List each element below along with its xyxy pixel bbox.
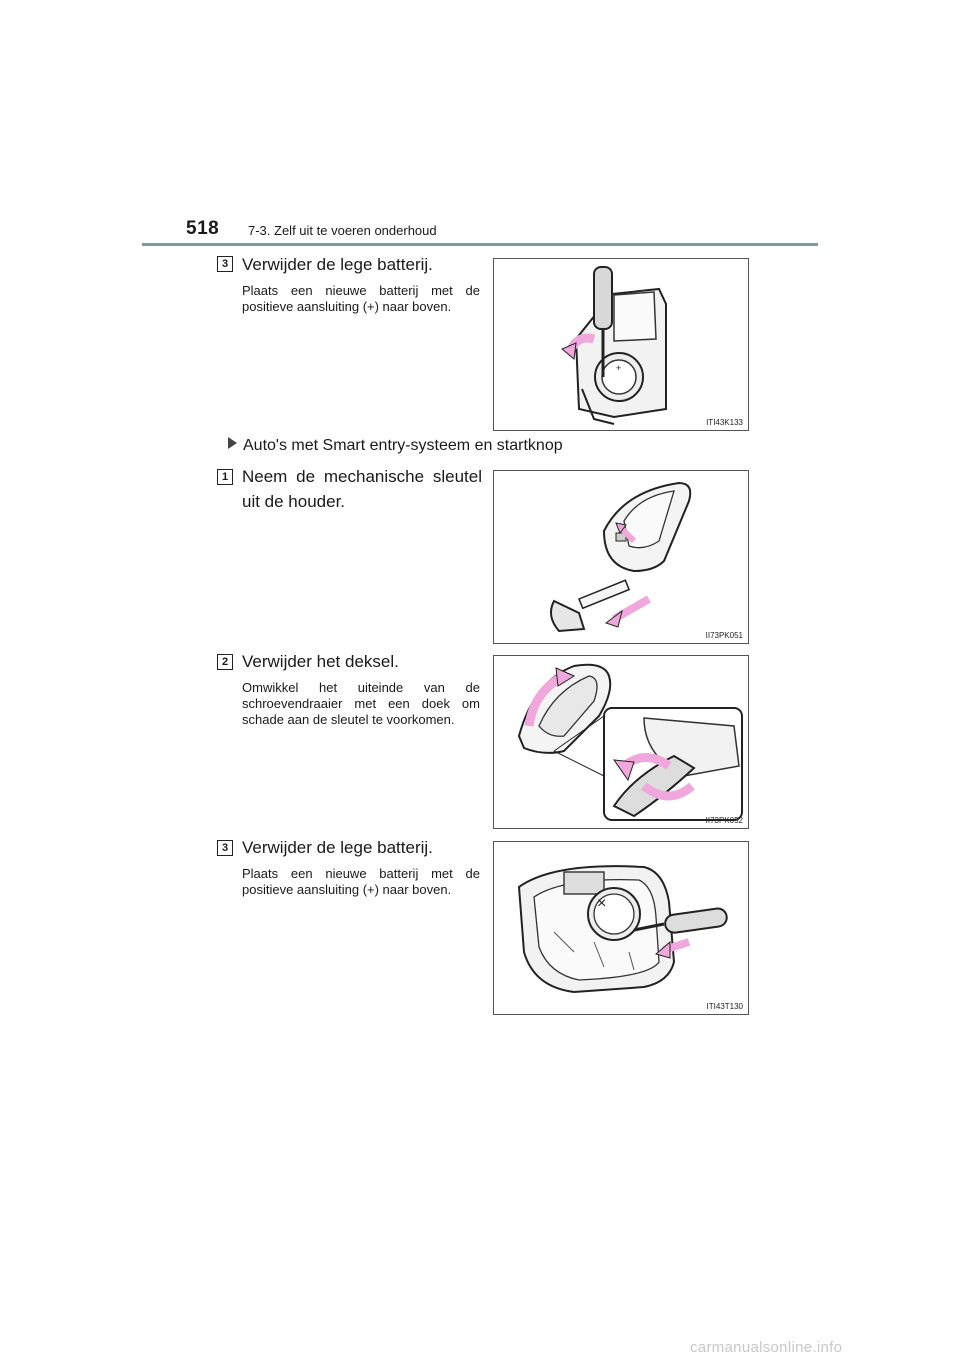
- step-body: Plaats een nieuwe batterij met de positi…: [242, 283, 480, 314]
- step-number-badge: 3: [217, 256, 233, 272]
- step-body: Plaats een nieuwe batterij met de positi…: [242, 866, 480, 897]
- figure-battery-removal: + ITI43K133: [493, 258, 749, 431]
- figure-code: ITI43K133: [706, 418, 743, 427]
- key-battery-illustration: +: [561, 266, 667, 425]
- section-title: 7-3. Zelf uit te voeren onderhoud: [248, 223, 437, 238]
- step-number-badge: 2: [217, 654, 233, 670]
- step-title: Verwijder het deksel.: [242, 652, 399, 671]
- step-title: Neem de mechanische sleutel uit de houde…: [242, 467, 482, 511]
- subheading: Auto's met Smart entry-systeem en startk…: [228, 437, 563, 455]
- watermark: carmanualsonline.info: [690, 1339, 843, 1356]
- step-body: Omwikkel het uiteinde van de schroevendr…: [242, 680, 480, 727]
- subheading-text: Auto's met Smart entry-systeem en startk…: [243, 437, 563, 454]
- figure-code: II73PK051: [705, 631, 743, 640]
- triangle-bullet-icon: [228, 437, 237, 449]
- step-number-badge: 3: [217, 840, 233, 856]
- figure-battery-replacement: × ITI43T130: [493, 841, 749, 1015]
- figure-code: II73PK052: [705, 816, 743, 825]
- svg-text:×: ×: [597, 895, 606, 912]
- page-number: 518: [186, 218, 220, 239]
- svg-text:+: +: [616, 363, 621, 373]
- header-rule: [142, 243, 818, 246]
- step-number-badge: 1: [217, 469, 233, 485]
- step-title: Verwijder de lege batterij.: [242, 255, 433, 274]
- step-title: Verwijder de lege batterij.: [242, 838, 433, 857]
- figure-remove-cover: II73PK052: [493, 655, 749, 829]
- figure-mechanical-key: II73PK051: [493, 470, 749, 644]
- smart-key-illustration: [549, 481, 692, 633]
- figure-code: ITI43T130: [706, 1002, 743, 1011]
- cover-removal-illustration: [517, 663, 743, 821]
- smart-key-battery-illustration: ×: [517, 865, 728, 994]
